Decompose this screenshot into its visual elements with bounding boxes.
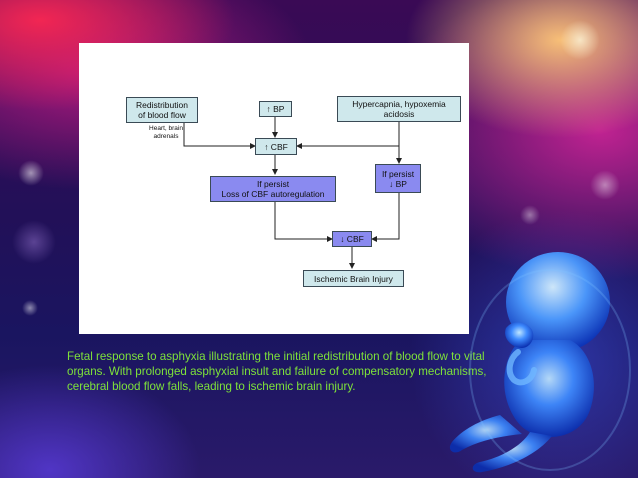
hypercapnia-box: Hypercapnia, hypoxemia acidosis: [337, 96, 461, 122]
down-cbf-box: ↓ CBF: [332, 231, 372, 247]
redistribution-box: Redistribution of blood flow: [126, 97, 198, 123]
bokeh-light: [590, 170, 620, 200]
bokeh-light: [22, 300, 38, 316]
bokeh-light: [18, 160, 44, 186]
hypercapnia-line2: acidosis: [383, 109, 415, 119]
up-cbf-box: ↑ CBF: [255, 138, 297, 155]
down-cbf-label: ↓ CBF: [340, 234, 364, 244]
bokeh-light: [520, 205, 540, 225]
bokeh-light: [12, 220, 56, 264]
bokeh-light: [560, 20, 600, 60]
redistribution-note: Heart, brain adrenals: [137, 125, 195, 140]
up-bp-label: ↑ BP: [266, 104, 285, 114]
redistribution-line2: of blood flow: [138, 110, 186, 120]
flow-arrows: [183, 117, 402, 269]
up-bp-box: ↑ BP: [259, 101, 292, 117]
ischemic-box: Ischemic Brain Injury: [303, 270, 404, 287]
arrow-redistribution-to-cbf: [183, 123, 256, 149]
redistribution-line1: Redistribution: [136, 100, 188, 110]
persist-bp-line1: If persist: [381, 168, 415, 179]
diagram-panel: Redistribution of blood flow Heart, brai…: [79, 43, 469, 334]
persist-loss-line2: Loss of CBF autoregulation: [221, 189, 325, 199]
arrow-hypercapnia-to-cbf: [296, 122, 400, 149]
hypercapnia-line1: Hypercapnia, hypoxemia: [352, 99, 446, 109]
persist-bp-box: If persist ↓ BP: [375, 164, 421, 193]
fetus-illustration: [449, 252, 631, 473]
ischemic-label: Ischemic Brain Injury: [314, 273, 393, 284]
redistribution-note-line2: adrenals: [153, 132, 179, 140]
persist-bp-line2: ↓ BP: [389, 178, 407, 189]
arrow-persist-bp-to-down-cbf: [371, 193, 400, 242]
arrow-persist-loss-to-down-cbf: [274, 202, 333, 242]
persist-loss-box: If persist Loss of CBF autoregulation: [210, 176, 336, 202]
redistribution-note-line1: Heart, brain: [149, 125, 183, 132]
slide-caption: Fetal response to asphyxia illustrating …: [67, 350, 487, 394]
persist-loss-line1: If persist: [256, 179, 290, 189]
up-cbf-label: ↑ CBF: [264, 141, 288, 152]
